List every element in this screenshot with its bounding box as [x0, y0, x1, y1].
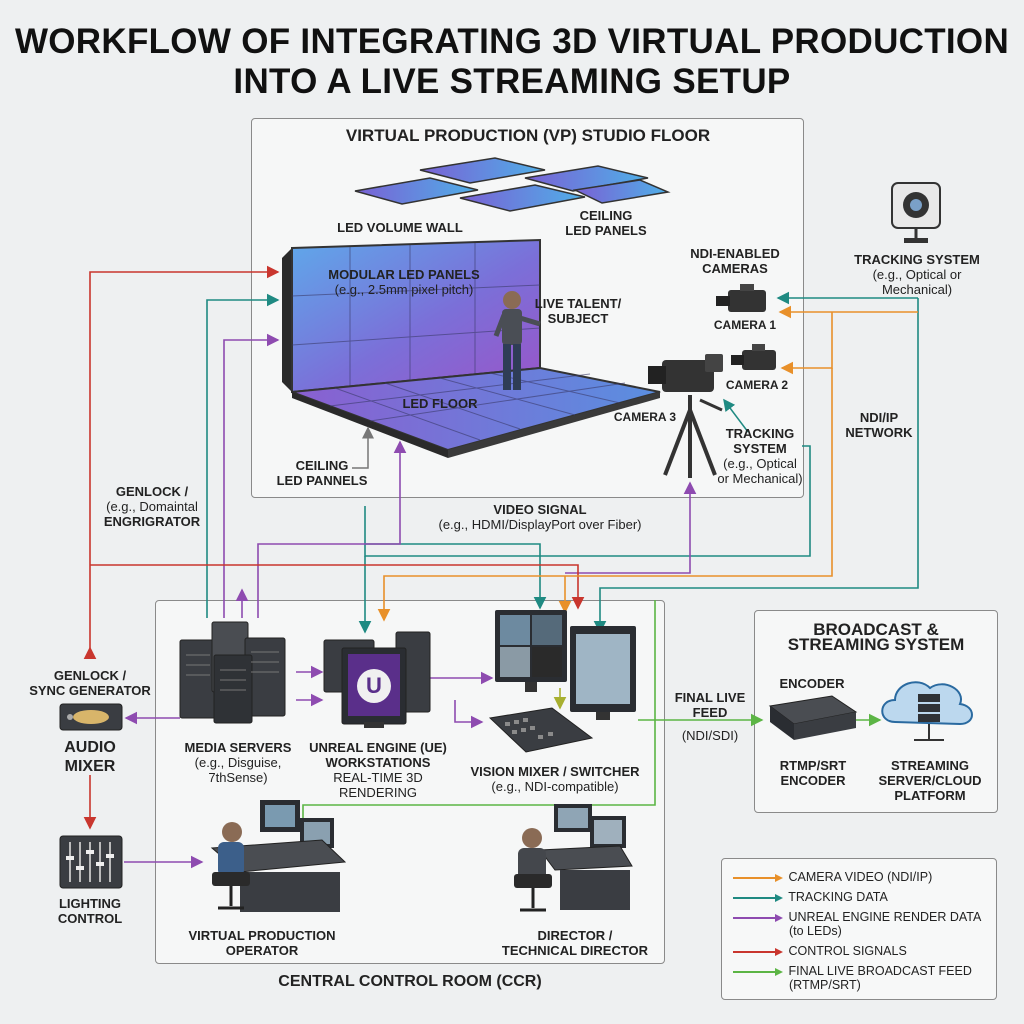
genlock-sync-label: GENLOCK /SYNC GENERATOR	[29, 668, 151, 698]
legend-box	[721, 858, 997, 1000]
led-floor	[291, 366, 661, 458]
genlock-device-icon	[59, 703, 123, 731]
video-signal-label: VIDEO SIGNAL(e.g., HDMI/DisplayPort over…	[438, 502, 642, 532]
director-label: DIRECTOR /TECHNICAL DIRECTOR	[501, 928, 649, 958]
media-servers-label: MEDIA SERVERS(e.g., Disguise,7thSense)	[184, 740, 292, 785]
director-desk	[514, 804, 633, 912]
camera-1-icon	[716, 284, 766, 312]
unreal-workstations-label: UNREAL ENGINE (UE)WORKSTATIONS REAL-TIME…	[309, 740, 447, 800]
camera-3-tripod-icon	[648, 354, 723, 478]
unreal-logo-icon: U	[366, 673, 382, 698]
modular-led-panels-label: MODULAR LED PANELS(e.g., 2.5mm pixel pit…	[328, 267, 480, 297]
broadcast-title: BROADCAST &STREAMING SYSTEM	[787, 620, 965, 654]
unreal-workstations-icon	[323, 631, 431, 728]
lighting-control-icon	[59, 835, 123, 889]
vision-mixer-monitors	[495, 610, 636, 720]
ceiling-led-panels	[354, 157, 671, 212]
vp-operator-desk	[210, 800, 347, 912]
encoder-icon	[768, 695, 858, 740]
camera-1-label: CAMERA 1	[713, 318, 777, 332]
title-line-2: INTO A LIVE STREAMING SETUP	[233, 62, 791, 101]
camera-2-icon	[731, 344, 776, 370]
vp-floor-title: VIRTUAL PRODUCTION (VP) STUDIO FLOOR	[345, 126, 711, 145]
page-title: WORKFLOW OF INTEGRATING 3D VIRTUAL PRODU…	[0, 22, 1024, 102]
camera-2-label: CAMERA 2	[725, 378, 789, 392]
streaming-cloud-icon	[881, 681, 973, 741]
live-talent-figure	[493, 291, 541, 390]
legend-item-camera-video: CAMERA VIDEO (NDI/IP)	[733, 870, 932, 884]
legend: CAMERA VIDEO (NDI/IP) TRACKING DATA UNRE…	[721, 858, 995, 998]
title-line-1: WORKFLOW OF INTEGRATING 3D VIRTUAL PRODU…	[14, 22, 1010, 61]
led-floor-label: LED FLOOR	[402, 396, 478, 411]
legend-item-tracking-data: TRACKING DATA	[733, 890, 888, 904]
media-servers-icon	[179, 621, 286, 724]
ccr-title: CENTRAL CONTROL ROOM (CCR)	[278, 973, 542, 990]
led-volume-wall-label: LED VOLUME WALL	[337, 220, 463, 235]
encoder-top-label: ENCODER	[779, 676, 845, 691]
led-volume-wall	[282, 238, 541, 394]
live-talent-label: LIVE TALENT/SUBJECT	[534, 296, 622, 326]
legend-item-unreal-render: UNREAL ENGINE RENDER DATA (to LEDs)	[733, 910, 981, 938]
switcher-panel-icon	[488, 707, 594, 753]
tracking-camera-icon	[891, 182, 941, 243]
camera-3-label: CAMERA 3	[613, 410, 677, 424]
vision-mixer-label: VISION MIXER / SWITCHER(e.g., NDI-compat…	[470, 764, 640, 794]
legend-item-final-feed: FINAL LIVE BROADCAST FEED (RTMP/SRT)	[733, 964, 972, 992]
legend-item-control-signals: CONTROL SIGNALS	[733, 944, 907, 958]
